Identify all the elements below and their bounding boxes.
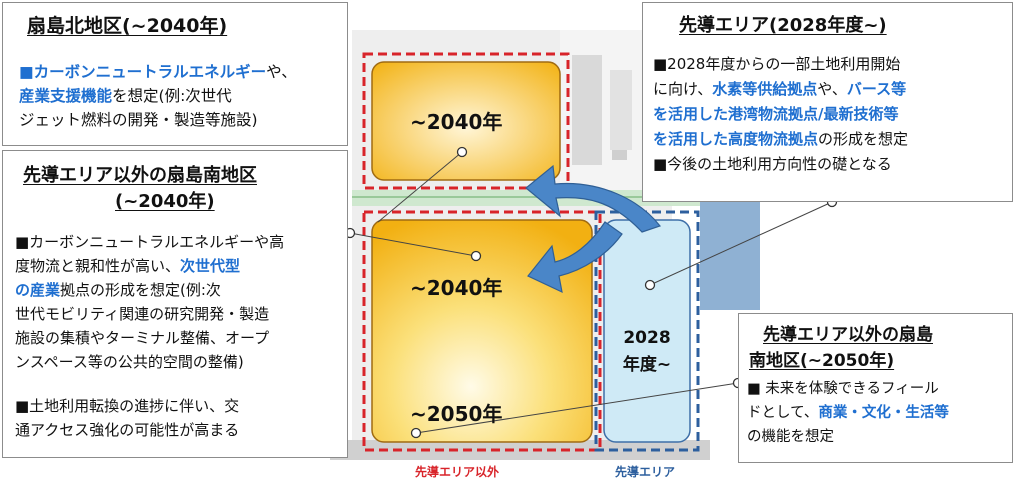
south-panel-line5: 施設の集積やターミナル整備、オープ xyxy=(15,329,270,347)
lead-panel-line4: を活用した高度物流拠点の形成を想定 xyxy=(653,128,908,150)
north-panel-line1-bold: ■カーボンニュートラルエネルギー xyxy=(19,63,267,81)
lead-panel-line4-bold: を活用した高度物流拠点 xyxy=(653,130,819,148)
south-lower-zone-label: ~2050年 xyxy=(410,402,503,426)
north-zone-label: ~2040年 xyxy=(410,110,503,134)
leader-dot-lead xyxy=(644,279,656,291)
south-panel-line6: ンスペース等の公共的空間の整備) xyxy=(15,353,244,371)
south-district-panel: 先導エリア以外の扇島南地区 (~2040年) ■カーボンニュートラルエネルギーや… xyxy=(2,150,348,458)
south-panel-line1: ■カーボンニュートラルエネルギーや高 xyxy=(15,233,285,251)
lead-panel-line3-bold: を活用した港湾物流拠点/最新技術等 xyxy=(653,105,899,123)
south-panel-line7: ■土地利用転換の進捗に伴い、交 xyxy=(15,397,240,415)
south2050-panel-line1: ■ 未来を体験できるフィール xyxy=(747,381,939,397)
lead-zone-label-fy: 年度~ xyxy=(622,355,672,375)
lead-panel-line2-bold2: バース等 xyxy=(846,80,907,98)
lead-panel-line4-tail: の形成を想定 xyxy=(818,130,909,148)
leader-dot-north xyxy=(456,146,468,158)
arrow-down-icon xyxy=(527,221,623,294)
south-panel-line3-tail: 拠点の形成を想定(例:次 xyxy=(60,281,221,299)
lead-area-panel: 先導エリア(2028年度~) ■2028年度からの一部土地利用開始 に向け、水素… xyxy=(642,2,1013,202)
lead-panel-line2-mid: や、 xyxy=(817,80,847,98)
south-panel-line3-bold: の産業 xyxy=(15,281,61,299)
north-panel-line1-tail: や、 xyxy=(266,63,297,81)
lead-panel-line1: ■2028年度からの一部土地利用開始 xyxy=(653,55,901,73)
north-panel-line3: ジェット燃料の開発・製造等施設) xyxy=(19,111,258,129)
south-panel-title-line1: 先導エリア以外の扇島南地区 xyxy=(23,165,257,186)
north-panel-line2-tail: を想定(例:次世代 xyxy=(112,87,232,105)
bottom-label-non-lead: 先導エリア以外 xyxy=(415,465,500,479)
south2050-panel-title-line1: 先導エリア以外の扇島 xyxy=(763,325,933,345)
north-district-panel: 扇島北地区(~2040年) ■カーボンニュートラルエネルギーや、 産業支援機能を… xyxy=(2,2,348,146)
leader-line-2050 xyxy=(415,382,739,434)
leader-line-north xyxy=(377,151,463,223)
south2050-panel-line2: ドとして、商業・文化・生活等 xyxy=(747,402,949,424)
south-panel-line8: 通アクセス強化の可能性が高まる xyxy=(15,421,240,439)
south-panel-line4: 世代モビリティ関連の研究開発・製造 xyxy=(15,305,270,323)
lead-zone-label-year: 2028 xyxy=(623,328,671,348)
south-panel-line3: の産業拠点の形成を想定(例:次 xyxy=(15,279,221,301)
north-zone xyxy=(371,61,561,181)
north-zone-border xyxy=(362,52,570,190)
south2050-panel-title-line2: 南地区(~2050年) xyxy=(749,351,895,371)
lead-panel-line2: に向け、水素等供給拠点や、バース等 xyxy=(653,78,906,100)
south-zone-border xyxy=(362,210,602,452)
leader-dot-south xyxy=(470,250,482,262)
north-panel-title: 扇島北地区(~2040年) xyxy=(27,15,228,37)
lead-panel-line3: を活用した港湾物流拠点/最新技術等 xyxy=(653,103,898,125)
north-panel-line2: 産業支援機能を想定(例:次世代 xyxy=(19,85,232,107)
leader-line-lead xyxy=(649,201,833,286)
north-panel-line1: ■カーボンニュートラルエネルギーや、 xyxy=(19,61,297,83)
leader-line-south xyxy=(349,232,477,257)
south-panel-title-line2: (~2040年) xyxy=(115,191,215,212)
bottom-label-lead: 先導エリア xyxy=(615,465,676,479)
lead-panel-line5: ■今後の土地利用方向性の礎となる xyxy=(653,155,892,173)
lead-panel-title: 先導エリア(2028年度~) xyxy=(679,15,887,36)
south-panel-line2: 度物流と親和性が高い、次世代型 xyxy=(15,255,240,277)
south2050-panel-line3: の機能を想定 xyxy=(747,429,834,445)
south-2050-panel: 先導エリア以外の扇島 南地区(~2050年) ■ 未来を体験できるフィール ドと… xyxy=(738,313,1013,463)
arrow-up-icon xyxy=(525,164,661,233)
south-upper-zone-label: ~2040年 xyxy=(410,276,503,300)
north-panel-line2-bold: 産業支援機能 xyxy=(19,87,113,105)
south-panel-line2-head: 度物流と親和性が高い、 xyxy=(15,257,181,275)
south2050-panel-line2-bold: 商業・文化・生活等 xyxy=(818,405,949,421)
leader-dot-2050 xyxy=(410,427,422,439)
lead-panel-line2-head: に向け、 xyxy=(653,80,713,98)
south2050-panel-line2-head: ドとして、 xyxy=(747,405,819,421)
lead-panel-line2-bold1: 水素等供給拠点 xyxy=(712,80,818,98)
south-panel-line2-bold: 次世代型 xyxy=(180,257,241,275)
